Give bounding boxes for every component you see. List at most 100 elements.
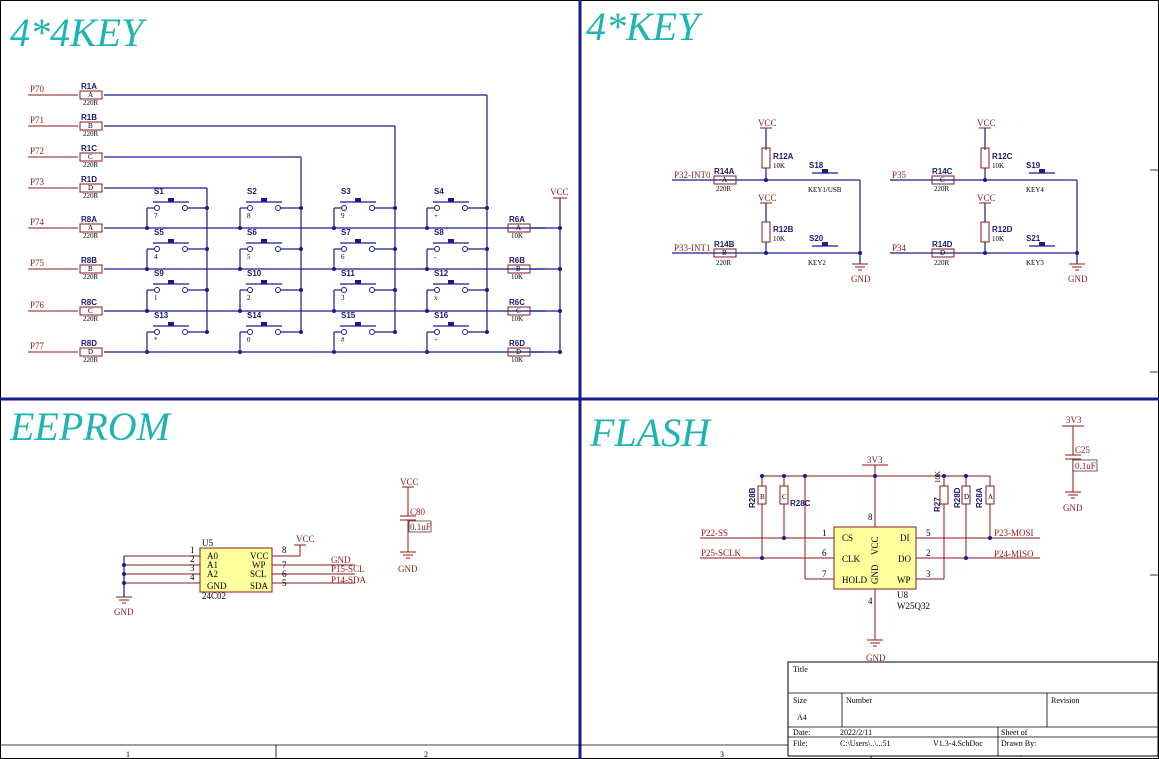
svg-text:CLK: CLK [842,554,861,564]
svg-text:0: 0 [247,336,251,344]
svg-text:3: 3 [926,569,931,579]
gnd-symbol: GND [114,596,134,617]
svg-text:7: 7 [154,212,158,220]
svg-text:5: 5 [247,253,251,261]
svg-text:B: B [88,265,93,273]
push-switch: S11 3 [332,269,397,313]
svg-text:P22-SS: P22-SS [701,528,728,538]
push-switch: S16÷ [425,311,489,354]
svg-text:220R: 220R [934,259,950,267]
flash-designator: U8 [897,590,908,600]
push-switch: S39 [332,187,397,230]
svg-text:+: + [434,212,438,220]
svg-text:R14A: R14A [714,167,735,176]
svg-text:C: C [88,153,93,161]
gnd-symbol: GND [1068,263,1088,284]
svg-text:R14B: R14B [714,240,735,249]
net-label: P72 [30,146,44,156]
svg-text:S14: S14 [247,311,262,320]
net-label: P34 [892,243,907,253]
svg-text:D: D [516,348,521,356]
flash-circuit: U8 W25Q32 3V3 8 VCC GND 4 GND P22-SS P25… [700,415,1098,663]
revision-label: Revision [1051,696,1079,705]
svg-text:VCC: VCC [400,477,419,487]
svg-text:VCC: VCC [870,536,880,555]
svg-text:8: 8 [282,545,287,555]
push-switch: S4+ [425,187,489,230]
svg-text:R6D: R6D [509,339,525,348]
svg-text:GND: GND [331,555,351,565]
push-switch: S28 [238,187,303,230]
svg-text:R1A: R1A [81,82,97,91]
svg-text:4: 4 [868,596,873,606]
svg-text:C: C [88,307,93,315]
title-block: Title Size A4 Number Revision Date: 2022… [787,661,1159,757]
flash-part: W25Q32 [897,601,930,611]
push-switch: S13* [145,311,209,354]
svg-text:KEY4: KEY4 [1026,186,1044,194]
svg-text:R12B: R12B [773,225,794,234]
svg-text:VCC: VCC [758,193,777,203]
svg-text:VCC: VCC [977,118,996,128]
svg-text:R8D: R8D [81,339,97,348]
four-key-circuit: VCC VCC VCC VCC GND GND P32-INT0 P33-INT… [672,118,1088,284]
svg-text:S3: S3 [341,187,351,196]
zone-3: 3 [720,750,724,759]
net-label: P77 [30,341,45,351]
net-label: P74 [30,217,45,227]
svg-text:10K: 10K [511,232,523,240]
svg-text:C25: C25 [1075,445,1091,455]
svg-text:220R: 220R [83,356,99,364]
vcc-symbol: VCC [977,193,996,204]
svg-text:HOLD: HOLD [842,575,867,585]
svg-text:B: B [760,493,765,501]
svg-text:GND: GND [870,564,880,584]
svg-text:10K: 10K [511,315,523,323]
svg-text:R28A: R28A [975,487,984,508]
svg-text:2: 2 [926,548,931,558]
svg-text:CS: CS [842,533,853,543]
date-label: Date: [793,728,810,737]
svg-text:S10: S10 [247,269,262,278]
svg-text:S12: S12 [434,269,449,278]
svg-text:S5: S5 [154,228,164,237]
push-switch: S6 5 [238,228,303,271]
svg-text:VCC: VCC [296,534,315,544]
size-label: Size [793,696,807,705]
svg-text:VCC: VCC [250,551,269,561]
svg-text:x: x [434,294,438,302]
svg-text:S11: S11 [341,269,355,278]
drawn-by-label: Drawn By: [1001,739,1036,748]
net-label: P70 [30,84,45,94]
svg-text:S7: S7 [341,228,351,237]
svg-text:10K: 10K [773,235,785,243]
svg-text:VCC: VCC [977,193,996,203]
svg-text:3: 3 [341,294,345,302]
svg-text:KEY2: KEY2 [808,259,826,267]
svg-text:6: 6 [341,253,345,261]
title-4x4key: 4*4KEY [10,10,147,55]
file-value-2: V1.3-4.SchDoc [933,739,983,748]
svg-text:S20: S20 [809,234,824,243]
file-label: File: [793,739,808,748]
svg-text:S6: S6 [247,228,257,237]
svg-text:R8B: R8B [81,256,97,265]
svg-text:GND: GND [851,274,871,284]
svg-text:GND: GND [866,653,886,663]
svg-text:GND: GND [398,564,418,574]
svg-text:R6C: R6C [509,298,525,307]
svg-text:C: C [782,493,787,501]
svg-text:R12C: R12C [992,152,1013,161]
svg-text:R6A: R6A [509,215,525,224]
